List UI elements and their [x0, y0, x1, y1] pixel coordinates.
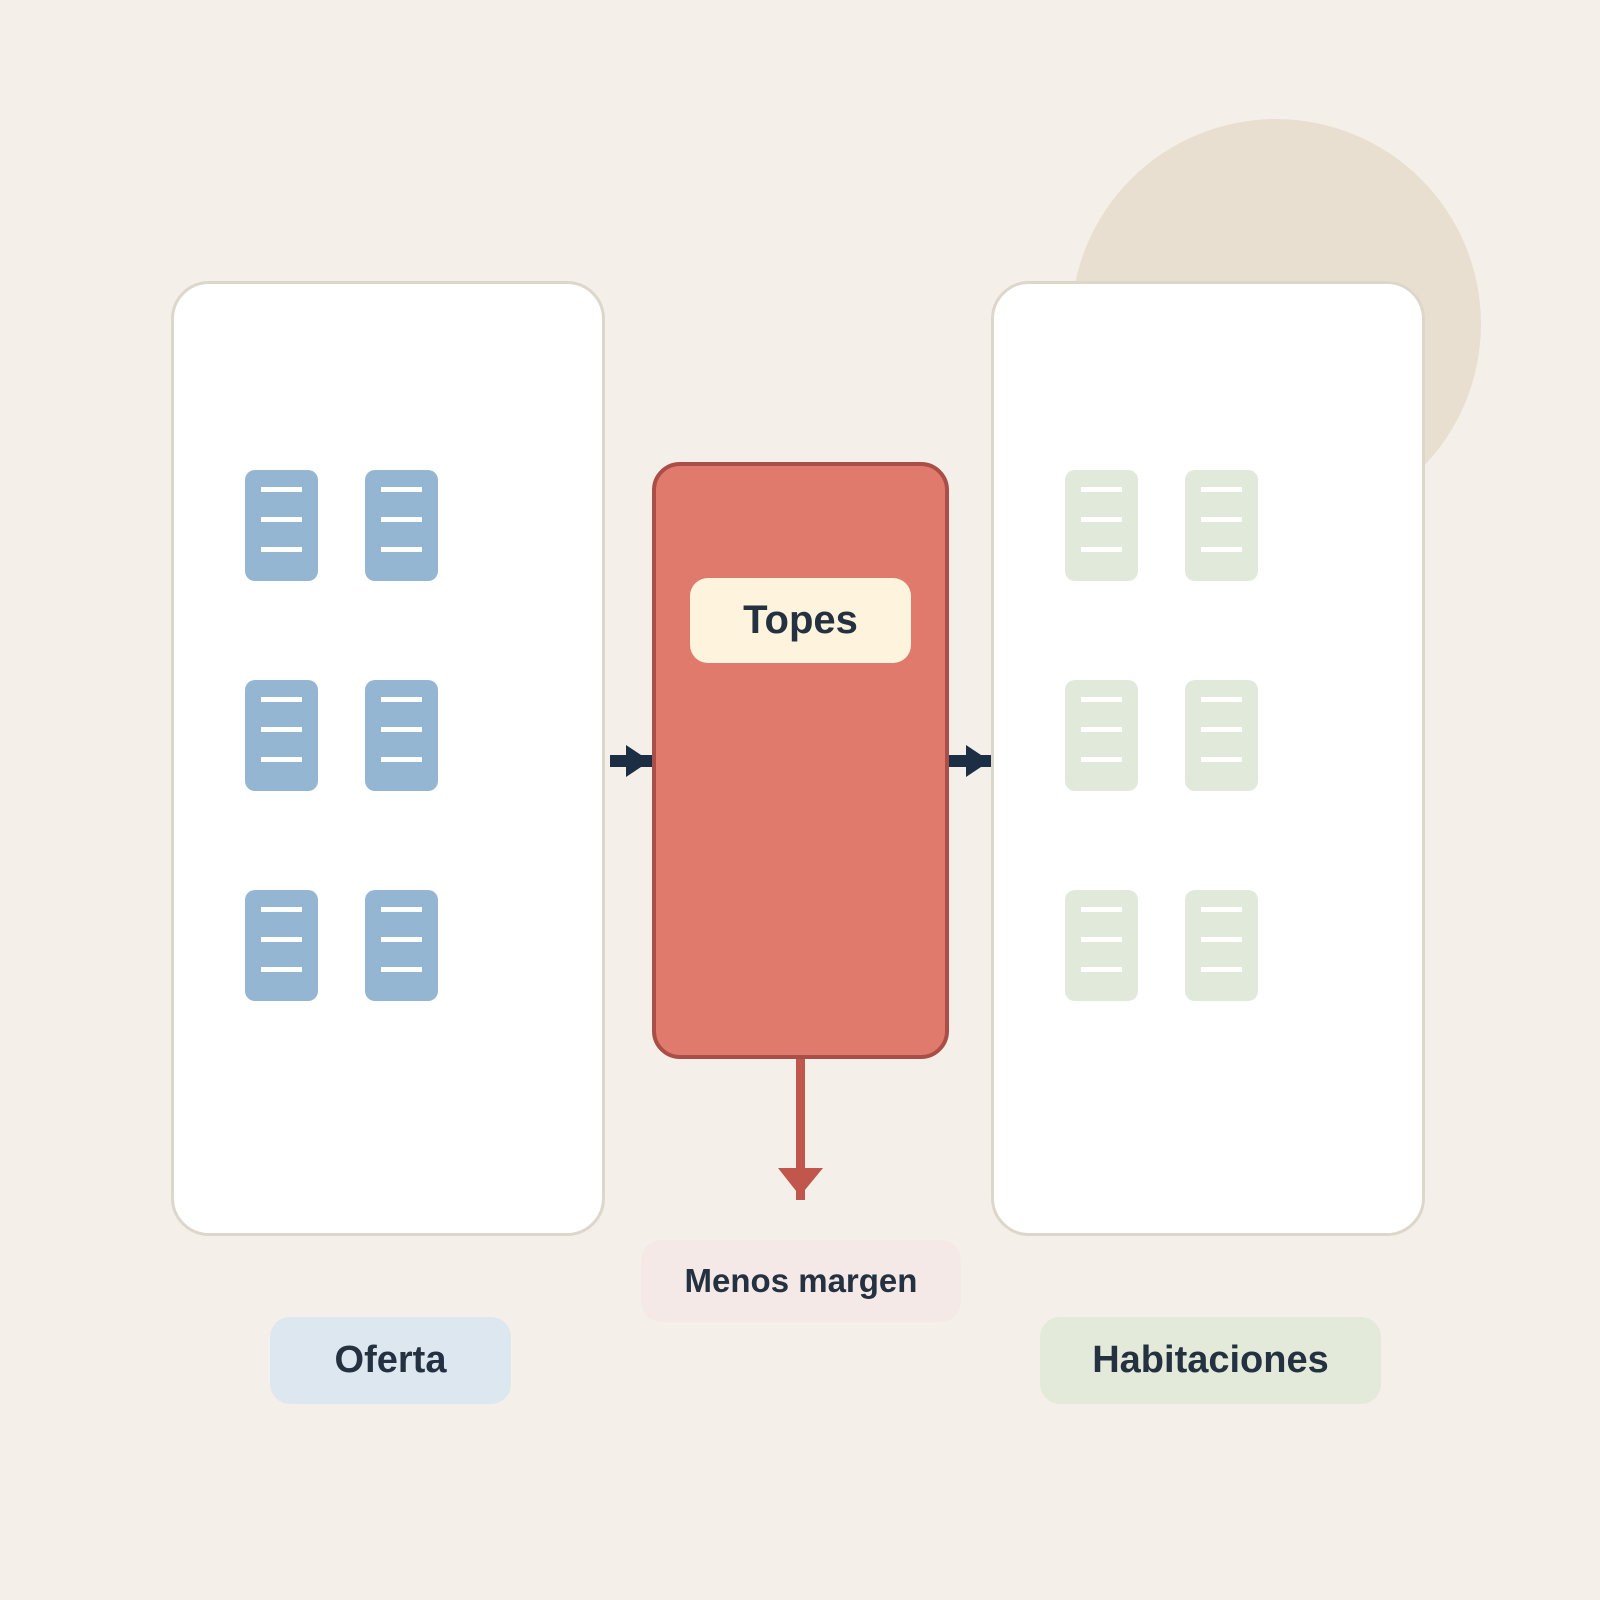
- document-icon: [365, 470, 438, 581]
- arrow-right-icon: [949, 745, 991, 777]
- document-icon: [245, 680, 318, 791]
- document-icon: [365, 890, 438, 1001]
- document-icon: [245, 470, 318, 581]
- document-icon: [1185, 680, 1258, 791]
- document-icon: [1065, 890, 1138, 1001]
- filter-label: Topes: [690, 578, 911, 663]
- document-icon: [1065, 470, 1138, 581]
- outcome-label: Menos margen: [641, 1240, 961, 1322]
- caps-filter-block: [652, 462, 949, 1059]
- arrow-down-icon: [778, 1059, 823, 1200]
- document-icon: [1065, 680, 1138, 791]
- rooms-label: Habitaciones: [1040, 1317, 1381, 1404]
- arrow-right-icon: [610, 745, 652, 777]
- document-icon: [365, 680, 438, 791]
- document-icon: [1185, 890, 1258, 1001]
- document-icon: [1185, 470, 1258, 581]
- offer-label: Oferta: [270, 1317, 511, 1404]
- document-icon: [245, 890, 318, 1001]
